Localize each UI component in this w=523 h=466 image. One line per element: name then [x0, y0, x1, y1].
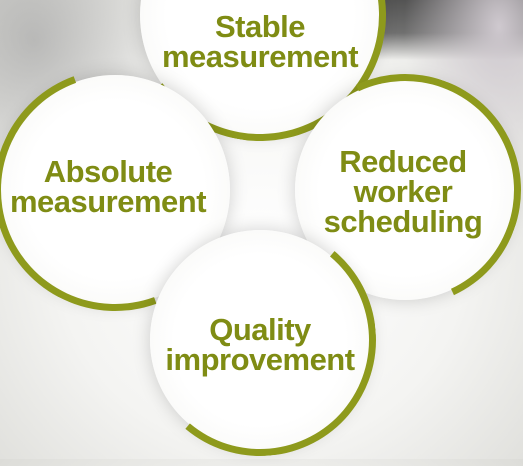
reduced-worker-scheduling-label: Reduced worker scheduling	[318, 144, 488, 239]
label-line: Quality	[209, 312, 311, 347]
label-line: scheduling	[323, 204, 483, 239]
quality-improvement-circle	[150, 230, 370, 450]
absolute-measurement-label: Absolute measurement	[8, 154, 208, 219]
label-line: Reduced	[339, 144, 467, 179]
quality-improvement-label: Quality improvement	[155, 312, 365, 377]
label-line: Absolute	[43, 154, 173, 189]
label-line: improvement	[165, 342, 355, 377]
label-line: worker	[353, 174, 453, 209]
label-line: measurement	[9, 184, 207, 219]
label-line: Stable	[214, 9, 306, 44]
stable-measurement-label: Stable measurement	[150, 9, 370, 74]
label-line: measurement	[161, 39, 359, 74]
